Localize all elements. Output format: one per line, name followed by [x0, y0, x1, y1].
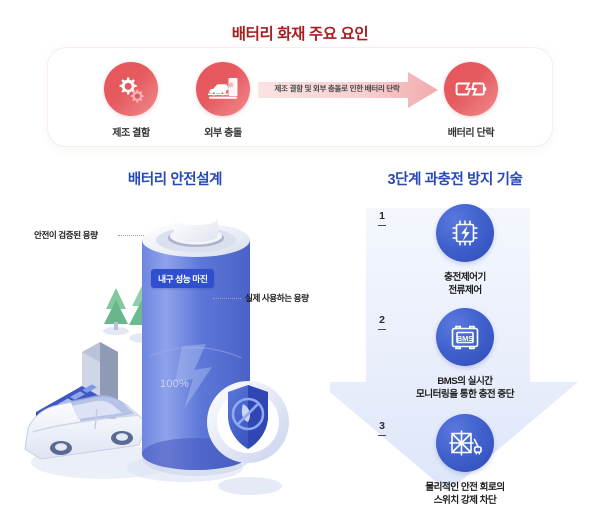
- step-number: 2: [379, 314, 385, 326]
- callout-verified-capacity-label: 안전이 검증된 용량: [34, 230, 98, 240]
- ev-car-icon: [24, 394, 148, 460]
- safety-switch-cutoff-icon: [447, 426, 483, 460]
- step-number: 3: [379, 420, 385, 432]
- overcharge-prevention-panel: 1 충전제어기 전류제어 2: [330, 196, 600, 518]
- bms-battery-icon: BMS: [447, 320, 483, 354]
- battery-safety-design-panel: 안전이 검증된 용량 실제 사용하는 용량 내구 성능 마진 100%: [0, 196, 330, 518]
- step-label: 물리적인 안전 회로의 스위치 강제 차단: [370, 481, 560, 507]
- cause-item-battery-short-circuit: 배터리 단락: [428, 62, 514, 139]
- right-section-title: 3단계 과충전 방지 기술: [387, 172, 523, 188]
- tree-icon: [103, 288, 129, 335]
- cause-icon-circle: [196, 62, 250, 116]
- cause-item-manufacturing-defect: 제조 결함: [88, 62, 174, 139]
- ev-charging-scene-illustration: [24, 211, 289, 495]
- step-label: BMS의 실시간 모니터링을 통한 충전 중단: [370, 375, 560, 401]
- cause-label: 외부 충돌: [204, 128, 242, 139]
- page-title: 배터리 화재 주요 요인: [231, 26, 369, 43]
- charge-controller-chip-icon: [448, 216, 482, 250]
- car-crash-icon: [204, 72, 242, 106]
- callout-actual-capacity-label: 실제 사용하는 용량: [245, 293, 309, 303]
- step-number-rule: [378, 435, 386, 436]
- step-label-line2: 모니터링을 통한 충전 중단: [415, 389, 515, 401]
- cause-item-external-impact: 외부 충돌: [180, 62, 266, 139]
- step-label-line2: 전류제어: [448, 285, 482, 297]
- step-label: 충전제어기 전류제어: [370, 271, 560, 297]
- step-number-rule: [378, 225, 386, 226]
- step-icon-circle: [436, 204, 494, 262]
- svg-text:BMS: BMS: [457, 334, 473, 343]
- callout-leader-line: [213, 298, 241, 300]
- gears-icon: [114, 72, 148, 106]
- flow-arrow: 제조 결함 및 외부 충돌로 인한 배터리 단락: [258, 72, 438, 108]
- step-1: 1 충전제어기 전류제어: [370, 204, 560, 297]
- durability-margin-tag: 내구 성능 마진: [151, 269, 215, 288]
- left-section-title: 배터리 안전설계: [127, 172, 223, 188]
- step-label-line1: BMS의 실시간: [437, 376, 493, 387]
- broken-battery-icon: [454, 72, 488, 106]
- step-3: 3 물리적인 안전 회로의 스위치 강제 차단: [370, 414, 560, 507]
- step-label-line1: 충전제어기: [444, 272, 486, 283]
- cause-icon-circle: [444, 62, 498, 116]
- callout-leader-line: [118, 235, 144, 237]
- flow-arrow-label: 제조 결함 및 외부 충돌로 인한 배터리 단락: [274, 84, 400, 93]
- step-icon-circle: BMS: [436, 308, 494, 366]
- cause-label: 제조 결함: [112, 128, 150, 139]
- shield-no-fire-icon: [207, 381, 289, 495]
- battery-fire-causes-section: 배터리 화재 주요 요인 제조 결함: [0, 0, 600, 160]
- battery-percent-label: 100%: [160, 378, 189, 390]
- step-icon-circle: [436, 414, 494, 472]
- step-label-line1: 물리적인 안전 회로의: [425, 482, 505, 493]
- step-label-line2: 스위치 강제 차단: [433, 495, 497, 507]
- step-number-rule: [378, 329, 386, 330]
- cause-label: 배터리 단락: [447, 128, 495, 139]
- step-2: 2 BMS BMS의 실시간 모니터링을 통한 충전 중단: [370, 308, 560, 401]
- cause-icon-circle: [104, 62, 158, 116]
- step-number: 1: [379, 210, 385, 222]
